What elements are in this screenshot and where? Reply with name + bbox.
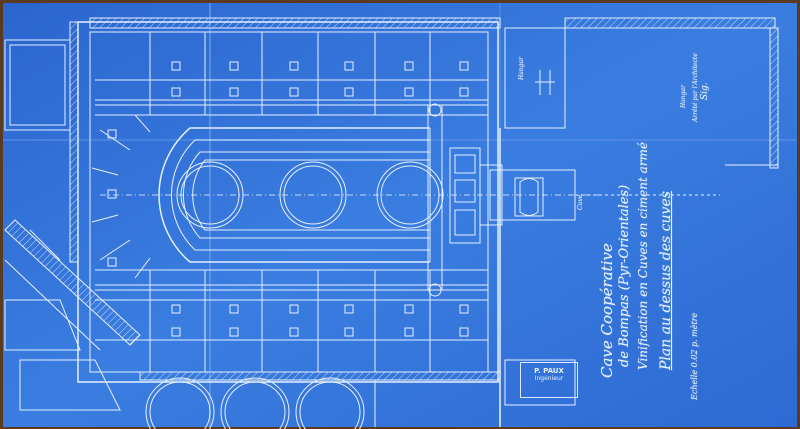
signature: Sig.: [700, 82, 710, 100]
scale-label: Echelle 0.02 p. mètre: [690, 312, 699, 400]
engineer-stamp: P. PAUX Ingénieur: [520, 362, 578, 398]
approval-annotation: Arrêté par l'Architecte: [692, 53, 699, 122]
plan-label: Plan au dessus des cuves: [658, 191, 674, 370]
drawing-subtitle: de Bompas (Pyr-Orientales): [617, 184, 632, 367]
paper: [3, 3, 797, 427]
cell-markers: [107, 61, 469, 337]
room-label-hangar-left: Hangar: [518, 57, 525, 80]
drawing-title: Cave Coopérative: [598, 243, 616, 378]
stamp-name: P. PAUX: [534, 367, 564, 375]
plan-lines: [4, 17, 779, 429]
stamp-text: Ingénieur: [534, 375, 564, 382]
room-label-hangar-right: Hangar: [680, 85, 687, 108]
drawing-description: Vinification en Cuves en ciment armé: [636, 142, 650, 370]
room-label-cuve: Cuve: [577, 194, 584, 210]
